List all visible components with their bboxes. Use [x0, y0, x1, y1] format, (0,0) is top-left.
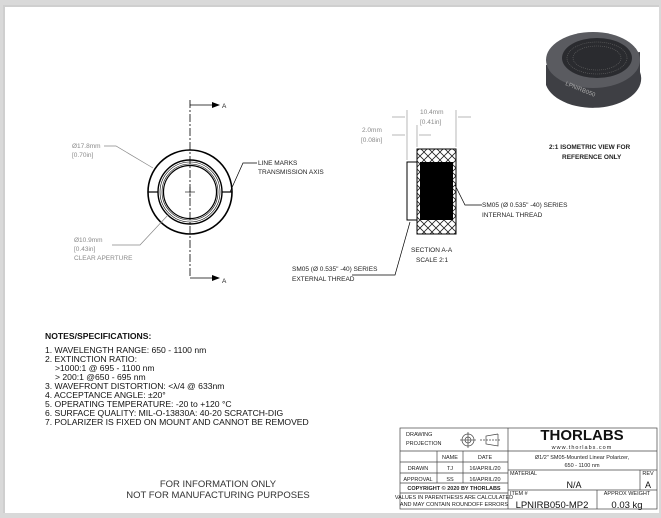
description-2: 650 - 1100 nm: [564, 463, 599, 469]
arrow-head-icon: [212, 102, 220, 108]
approval-name: SS: [446, 477, 454, 483]
length-dim-in: [0.41in]: [420, 119, 442, 126]
line-marks-label: LINE MARKS: [258, 160, 298, 167]
isometric-view: LPNIRB050 2:1 ISOMETRIC VIEW FOR REFEREN…: [546, 32, 642, 161]
item-label: ITEM #: [510, 491, 529, 497]
section-view: 10.4mm [0.41in] 2.0mm [0.08in] SM05 (Ø 0…: [292, 109, 568, 283]
first-angle-projection-icon: [460, 432, 500, 448]
iso-caption-2: REFERENCE ONLY: [562, 154, 622, 161]
date-header: DATE: [478, 455, 493, 461]
section-marker-top: A: [222, 103, 227, 110]
projection-label-2: PROJECTION: [406, 441, 441, 447]
drawn-date: 16/APRIL/20: [469, 466, 500, 472]
iso-caption: 2:1 ISOMETRIC VIEW FOR: [549, 144, 631, 151]
note-line: > 200:1 @650 - 695 nm: [55, 372, 146, 382]
disclaimer-line-2: NOT FOR MANUFACTURING PURPOSES: [126, 490, 310, 501]
note-line: 3. WAVEFRONT DISTORTION: <λ/4 @ 633nm: [45, 381, 224, 391]
values-note: VALUES IN PARENTHESIS ARE CALCULATED: [395, 495, 513, 501]
name-header: NAME: [442, 455, 458, 461]
approval-label: APPROVAL: [403, 477, 432, 483]
website: www.thorlabs.com: [551, 445, 613, 451]
drawn-name: TJ: [447, 466, 453, 472]
values-note-2: AND MAY CONTAIN ROUNDOFF ERRORS: [400, 502, 509, 508]
note-line: 6. SURFACE QUALITY: MIL-O-13830A: 40-20 …: [45, 408, 283, 418]
weight-value: 0.03 kg: [611, 500, 642, 511]
note-line: 2. EXTINCTION RATIO:: [45, 354, 137, 364]
external-thread-label: SM05 (Ø 0.535" -40) SERIES: [292, 266, 378, 273]
description: Ø1/2" SM05-Mounted Linear Polarizer,: [535, 455, 630, 461]
item-number: LPNIRB050-MP2: [516, 500, 589, 511]
front-view: A A Ø17.8mm [0.70in] Ø10.9mm [0.43in] CL…: [72, 100, 324, 285]
flange-dim: 2.0mm: [362, 127, 382, 134]
copyright: COPYRIGHT © 2020 BY THORLABS: [407, 485, 501, 492]
aperture-diameter-dim: Ø10.9mm: [74, 237, 103, 244]
notes-heading: NOTES/SPECIFICATIONS:: [45, 331, 151, 341]
weight-label: APPROX WEIGHT: [604, 491, 651, 497]
outer-diameter-in: [0.70in]: [72, 152, 94, 159]
thorlabs-logo: THORLABS: [540, 427, 623, 444]
note-line: 7. POLARIZER IS FIXED ON MOUNT AND CANNO…: [45, 417, 309, 427]
arrow-head-icon: [212, 275, 220, 281]
aperture-circle: [162, 164, 218, 220]
projection-label: DRAWING: [406, 432, 432, 438]
note-line: 5. OPERATING TEMPERATURE: -20 to +120 °C: [45, 399, 232, 409]
title-block-text: DRAWING PROJECTION NAME DATE DRAWN TJ 16…: [395, 427, 654, 511]
disclaimer-line-1: FOR INFORMATION ONLY: [160, 479, 277, 490]
outer-diameter-dim: Ø17.8mm: [72, 143, 101, 150]
rev-label: REV: [642, 471, 654, 477]
title-block: [399, 427, 658, 510]
material-value: N/A: [566, 480, 581, 490]
length-dim: 10.4mm: [420, 109, 443, 116]
note-line: >1000:1 @ 695 - 1100 nm: [55, 363, 155, 373]
clear-aperture-label: CLEAR APERTURE: [74, 255, 133, 262]
section-scale: SCALE 2:1: [416, 257, 449, 264]
internal-thread-label: SM05 (Ø 0.535" -40) SERIES: [482, 202, 568, 209]
approval-date: 16/APRIL/20: [469, 477, 500, 483]
section-marker-bottom: A: [222, 278, 227, 285]
material-label: MATERIAL: [510, 471, 537, 477]
flange-dim-in: [0.08in]: [361, 137, 383, 144]
notes: NOTES/SPECIFICATIONS: 1. WAVELENGTH RANG…: [45, 331, 309, 427]
external-thread-label-2: EXTERNAL THREAD: [292, 276, 355, 283]
note-line: 4. ACCEPTANCE ANGLE: ±20°: [45, 390, 166, 400]
section-title: SECTION A-A: [411, 247, 453, 254]
rev-value: A: [645, 480, 651, 490]
drawn-label: DRAWN: [408, 466, 429, 472]
aperture-diameter-in: [0.43in]: [74, 246, 96, 253]
internal-thread-label-2: INTERNAL THREAD: [482, 212, 543, 219]
note-line: 1. WAVELENGTH RANGE: 650 - 1100 nm: [45, 345, 206, 355]
transmission-axis-label: TRANSMISSION AXIS: [258, 169, 324, 176]
